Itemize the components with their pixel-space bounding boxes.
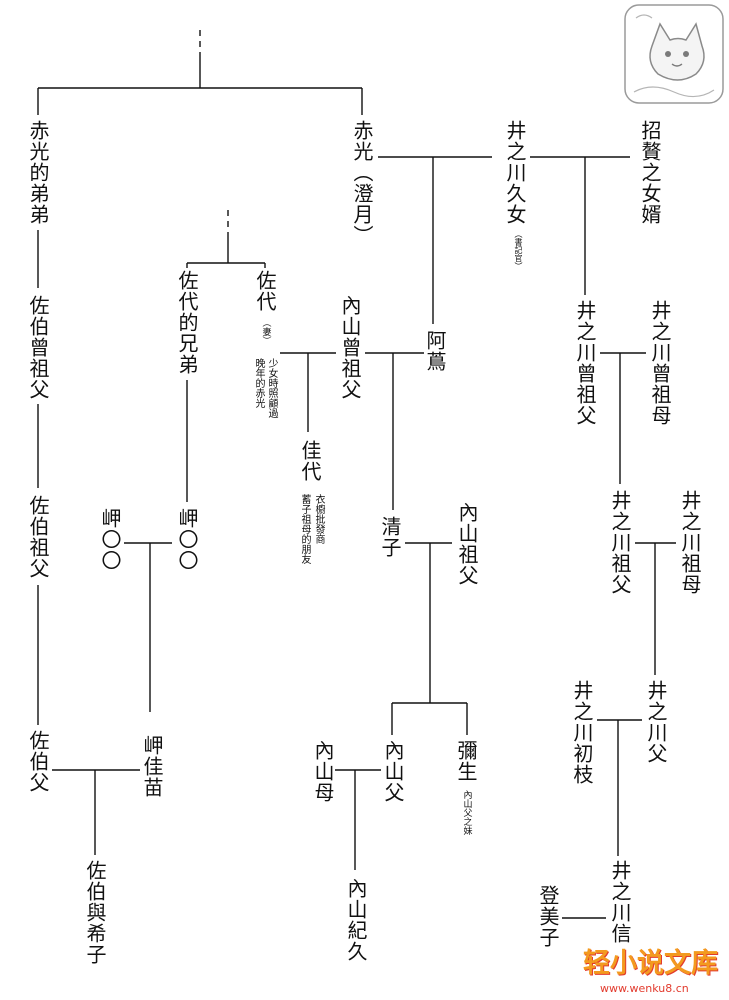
watermark-url: www.wenku8.cn: [600, 982, 689, 995]
inokawa-kume-note: （書記官）: [514, 230, 523, 270]
node-saeki-grandfather: 佐伯祖父: [26, 495, 50, 579]
kayo-note-line2: 蓄子祖母的朋友: [299, 494, 310, 564]
node-inokawa-kume: 井之川久女: [503, 120, 527, 225]
node-inokawa-hatsue: 井之川初枝: [570, 680, 594, 785]
node-sayo: 佐代: [253, 270, 277, 312]
node-misaki-left: 岬〇〇: [98, 508, 122, 571]
node-inokawa-great-grandfather: 井之川曾祖父: [573, 300, 597, 426]
node-sayo-role: （妻）: [260, 318, 271, 345]
node-inokawa-great-grandmother: 井之川曾祖母: [648, 300, 672, 426]
node-inokawa-nobu: 井之川信: [608, 860, 632, 944]
node-yayoi: 彌生: [454, 740, 478, 782]
node-saeki-yukiko: 佐伯與希子: [83, 860, 107, 965]
node-inokawa-father: 井之川父: [644, 680, 668, 764]
node-uchiyama-father: 內山父: [381, 740, 405, 803]
watermark-logo-text: 轻小说文库: [583, 948, 718, 979]
node-uchiyama-mother: 內山母: [311, 740, 335, 803]
node-uchiyama-grandfather: 內山祖父: [455, 502, 479, 586]
site-logo-icon: [624, 4, 724, 104]
node-saeki-father: 佐伯父: [26, 730, 50, 793]
node-akamitsu-brother: 赤光的弟弟: [26, 120, 50, 225]
node-tsuta: 阿蔦: [423, 330, 447, 372]
sayo-note-line2: 晚年的赤光: [253, 358, 264, 408]
node-akamitsu: 赤光（澄月）: [350, 120, 374, 246]
node-sayo-brother: 佐代的兄弟: [175, 270, 199, 375]
node-tomiko: 登美子: [536, 885, 560, 948]
node-kiyoko: 清子: [378, 516, 402, 558]
node-misaki-kanae: 岬佳苗: [140, 735, 164, 798]
node-uchiyama-great-grandfather: 內山曾祖父: [338, 295, 362, 400]
node-kayo: 佳代: [298, 440, 322, 482]
node-son-in-law: 招贅之女婿: [638, 120, 662, 225]
node-saeki-great-grandfather: 佐伯曾祖父: [26, 295, 50, 400]
sayo-note-line1: 少女時照顧過: [266, 358, 277, 418]
node-inokawa-grandfather: 井之川祖父: [608, 490, 632, 595]
yayoi-note: 內山父之妹: [461, 790, 472, 835]
node-inokawa-grandmother: 井之川祖母: [678, 490, 702, 595]
node-misaki-right: 岬〇〇: [175, 508, 199, 571]
node-uchiyama-kiku: 內山紀久: [344, 878, 368, 962]
kayo-note-line1: 衣櫥批發商: [313, 494, 324, 544]
